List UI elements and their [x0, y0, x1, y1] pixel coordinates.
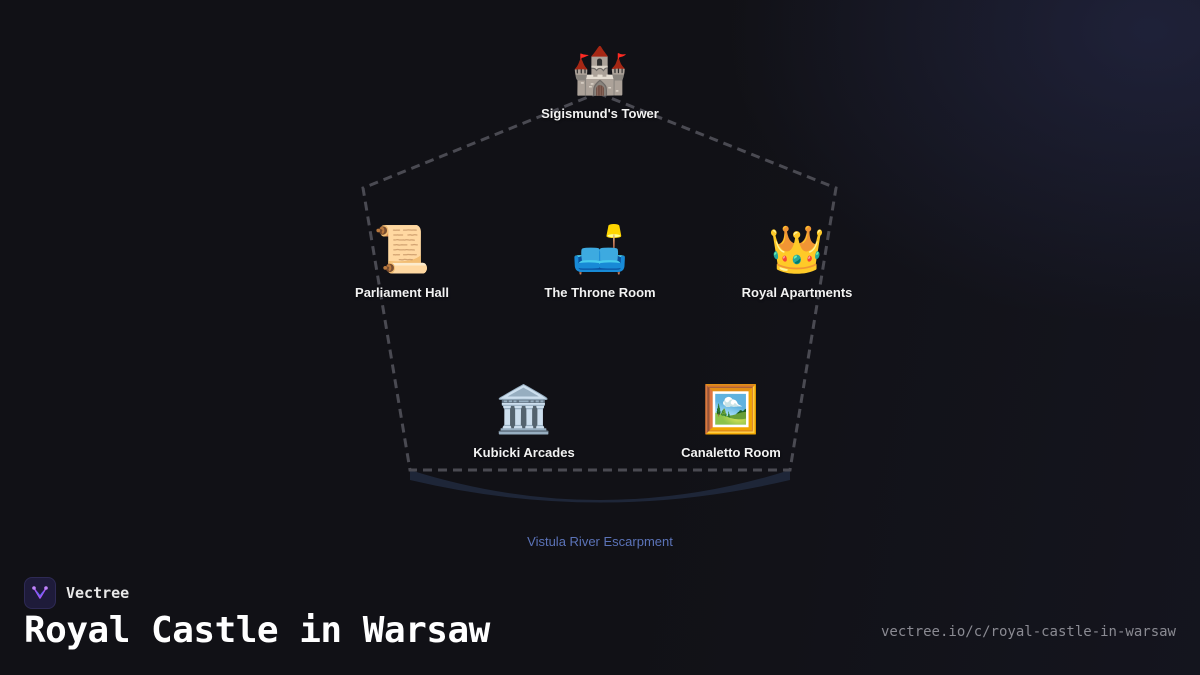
node-canaletto-room[interactable]: 🖼️ Canaletto Room	[641, 381, 821, 460]
scroll-icon: 📜	[373, 222, 431, 276]
node-label: Royal Apartments	[741, 285, 853, 300]
framed-picture-icon: 🖼️	[702, 382, 760, 436]
page-url[interactable]: vectree.io/c/royal-castle-in-warsaw	[880, 624, 1176, 640]
castle-icon: 🏰	[571, 43, 629, 97]
page-title: Royal Castle in Warsaw	[24, 610, 490, 651]
node-label: Parliament Hall	[355, 285, 449, 300]
river-label: Vistula River Escarpment	[527, 534, 673, 549]
node-label: Sigismund's Tower	[541, 106, 659, 121]
node-kubicki-arcades[interactable]: 🏛️ Kubicki Arcades	[434, 381, 614, 460]
node-throne-room[interactable]: 🛋️ The Throne Room	[510, 221, 690, 300]
brand[interactable]: Vectree	[24, 577, 129, 609]
vectree-logo-icon	[24, 577, 56, 609]
river-escarpment-band	[410, 470, 790, 503]
castle-boundary	[361, 91, 838, 472]
crown-icon: 👑	[768, 222, 826, 276]
node-parliament-hall[interactable]: 📜 Parliament Hall	[312, 221, 492, 300]
node-sigismunds-tower[interactable]: 🏰 Sigismund's Tower	[510, 42, 690, 121]
classical-building-icon: 🏛️	[495, 382, 553, 436]
node-royal-apartments[interactable]: 👑 Royal Apartments	[707, 221, 887, 300]
node-label: Canaletto Room	[681, 445, 781, 460]
brand-name: Vectree	[66, 584, 130, 602]
node-label: Kubicki Arcades	[473, 445, 575, 460]
node-label: The Throne Room	[544, 285, 656, 300]
couch-lamp-icon: 🛋️	[571, 222, 629, 276]
